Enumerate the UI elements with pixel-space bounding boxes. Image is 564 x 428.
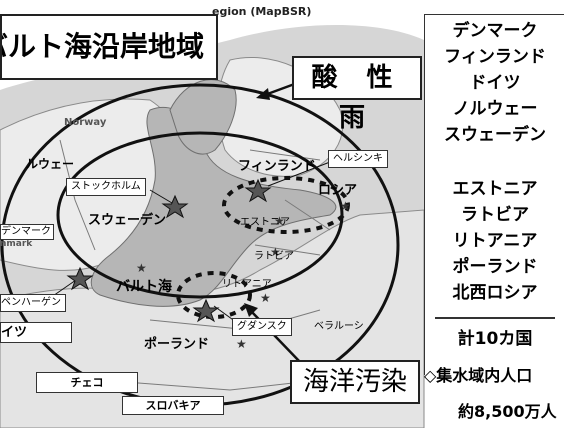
label-stockholm: ストックホルム [66, 178, 146, 196]
small-star-icon: ★ [136, 261, 147, 275]
label-slovakia: スロバキア [122, 396, 224, 415]
marine-pollution-label: 海洋汚染 [290, 360, 420, 404]
label-belarus: ベラルーシ [314, 321, 364, 332]
small-star-icon: ★ [236, 337, 247, 351]
country-list-item: ポーランド [452, 257, 538, 277]
label-russia: ロシア [318, 183, 358, 198]
label-baltic-sea: バルト海 [116, 279, 172, 295]
label-gdansk: グダンスク [232, 318, 292, 336]
country-list-item: ラトビア [461, 205, 529, 225]
country-list-item: リトアニア [452, 231, 538, 251]
page-title: バルト海沿岸地域 [0, 14, 218, 80]
small-star-icon: ★ [340, 199, 351, 213]
country-list-panel: デンマーク フィンランド ドイツ ノルウェー スウェーデン エストニア ラトビア… [424, 14, 564, 375]
gulf-of-finland-dotted-ring [222, 176, 350, 234]
star-icon [244, 178, 272, 203]
label-copenhagen: ペンハーゲン [0, 294, 66, 312]
label-latvia: ラトビア [254, 251, 294, 262]
label-denmark-en: nmark [0, 239, 33, 249]
star-icon [66, 266, 94, 291]
acid-rain-label: 酸 性 雨 [292, 56, 422, 133]
population-label: ◇集水域内人口 [424, 366, 533, 385]
marine-pollution-arrowhead [244, 303, 258, 317]
country-list-item: フィンランド [444, 47, 546, 67]
country-list-item: エストニア [452, 179, 538, 199]
stockholm-leader [149, 189, 173, 204]
border-lines [59, 139, 331, 391]
panel-divider [435, 317, 555, 319]
southern-baltic-dotted-ring [176, 271, 252, 319]
label-germany: イツ [0, 322, 72, 343]
helsinki-leader [267, 161, 331, 187]
label-estonia: エストニア [240, 217, 290, 228]
label-sweden: スウェーデン [88, 213, 167, 228]
label-helsinki: ヘルシンキ [328, 150, 388, 168]
acid-rain-arrowhead [256, 88, 270, 100]
country-list-item: ドイツ [469, 73, 521, 93]
country-list-item: ノルウェー [452, 99, 538, 119]
label-poland: ポーランド [144, 337, 210, 352]
country-list-item: スウェーデン [444, 125, 546, 145]
label-denmark: デンマーク [0, 224, 54, 240]
label-norway: ルウェー [26, 157, 75, 171]
country-total: 計10カ国 [457, 329, 533, 349]
small-star-icon: ★ [260, 291, 271, 305]
small-star-icon: ★ [270, 245, 281, 259]
source-note: egion (MapBSR) [212, 5, 312, 18]
small-star-icon: ★ [274, 214, 285, 228]
label-norway-en: Norway [64, 117, 107, 128]
label-finland: フィンランド [238, 159, 316, 174]
star-icon [192, 298, 220, 323]
gulf-of-bothnia [169, 79, 237, 155]
population-value: 約8,500万人 [458, 402, 557, 421]
label-czech: チェコ [36, 372, 138, 393]
country-list-item: 北西ロシア [452, 283, 538, 303]
page-title-text: バルト海沿岸地域 [0, 30, 205, 63]
country-list-item: デンマーク [452, 21, 538, 41]
star-icon [161, 194, 189, 219]
baltic-sea [90, 106, 337, 307]
label-lithuania: リトアニア [222, 279, 272, 290]
